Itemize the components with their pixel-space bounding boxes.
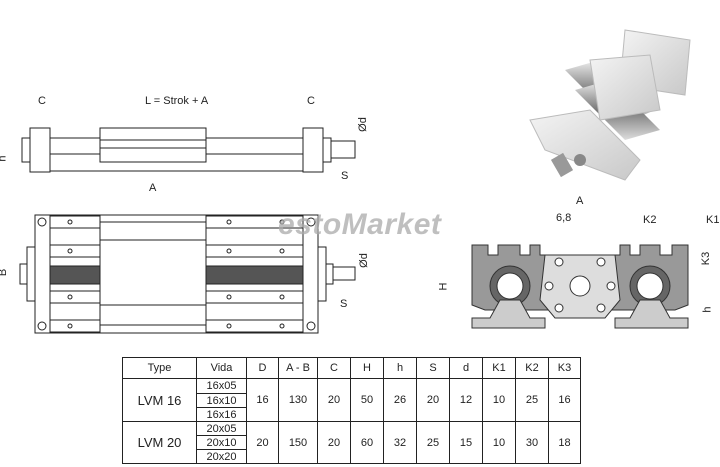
header-vida: Vida: [196, 357, 247, 379]
value-cell: 25: [515, 378, 549, 422]
vida-cell: 20x10: [196, 435, 247, 450]
vida-cell: 16x16: [196, 407, 247, 422]
watermark: estoMarket: [278, 208, 442, 241]
vida-cell: 20x05: [196, 421, 247, 436]
section-label-h-lower: h: [701, 306, 714, 313]
header-h-upper: H: [350, 357, 384, 379]
value-cell: 20: [317, 421, 351, 464]
section-label-k1: K1: [706, 214, 720, 226]
table-row: LVM 20 20x05 20 150 20 60 32 25 15 10 30…: [122, 421, 581, 464]
table-header-row: Type Vida D A - B C H h S d K1 K2 K3: [122, 357, 581, 379]
value-cell: 20: [246, 421, 279, 464]
header-d: D: [246, 357, 279, 379]
header-s: S: [416, 357, 450, 379]
value-cell: 150: [278, 421, 318, 464]
top-label-b: B: [0, 269, 10, 276]
header-type: Type: [122, 357, 197, 379]
side-view-drawing: [21, 127, 356, 173]
vida-cell: 16x10: [196, 393, 247, 408]
side-label-c-left: C: [38, 95, 46, 107]
type-cell: LVM 16: [122, 378, 197, 422]
header-k2: K2: [515, 357, 549, 379]
value-cell: 32: [383, 421, 417, 464]
side-label-s: S: [341, 170, 349, 182]
section-label-6-8: 6,8: [556, 212, 572, 224]
side-label-h: h: [0, 155, 10, 161]
type-cell: LVM 20: [122, 421, 197, 464]
value-cell: 18: [548, 421, 581, 464]
value-cell: 20: [317, 378, 351, 422]
section-label-k3: K3: [700, 251, 713, 266]
header-d-lower: d: [449, 357, 483, 379]
cross-section-drawing: [471, 244, 689, 329]
value-cell: 16: [246, 378, 279, 422]
header-k1: K1: [482, 357, 516, 379]
product-photo: [529, 29, 691, 181]
header-h-lower: h: [383, 357, 417, 379]
section-label-k2: K2: [643, 214, 657, 226]
section-label-h-upper: H: [437, 282, 450, 291]
value-cell: 15: [449, 421, 483, 464]
header-c: C: [317, 357, 351, 379]
value-cell: 26: [383, 378, 417, 422]
vida-cell: 20x20: [196, 449, 247, 464]
vida-cell: 16x05: [196, 378, 247, 394]
value-cell: 10: [482, 378, 516, 422]
side-label-d: Ød: [356, 117, 369, 132]
top-view-drawing: [19, 214, 356, 334]
side-label-l: L = Strok + A: [145, 95, 209, 107]
header-a-b: A - B: [278, 357, 318, 379]
top-label-s: S: [340, 298, 348, 310]
header-k3: K3: [548, 357, 581, 379]
spec-table: Type Vida D A - B C H h S d K1 K2 K3 LVM…: [122, 357, 581, 464]
value-cell: 25: [416, 421, 450, 464]
value-cell: 16: [548, 378, 581, 422]
section-label-a: A: [576, 195, 584, 207]
table-row: LVM 16 16x05 16 130 20 50 26 20 12 10 25…: [122, 378, 581, 422]
value-cell: 130: [278, 378, 318, 422]
value-cell: 50: [350, 378, 384, 422]
value-cell: 30: [515, 421, 549, 464]
side-label-c-right: C: [307, 95, 315, 107]
top-label-d: Ød: [357, 253, 370, 268]
value-cell: 20: [416, 378, 450, 422]
side-label-a: A: [149, 182, 157, 194]
value-cell: 12: [449, 378, 483, 422]
value-cell: 60: [350, 421, 384, 464]
value-cell: 10: [482, 421, 516, 464]
